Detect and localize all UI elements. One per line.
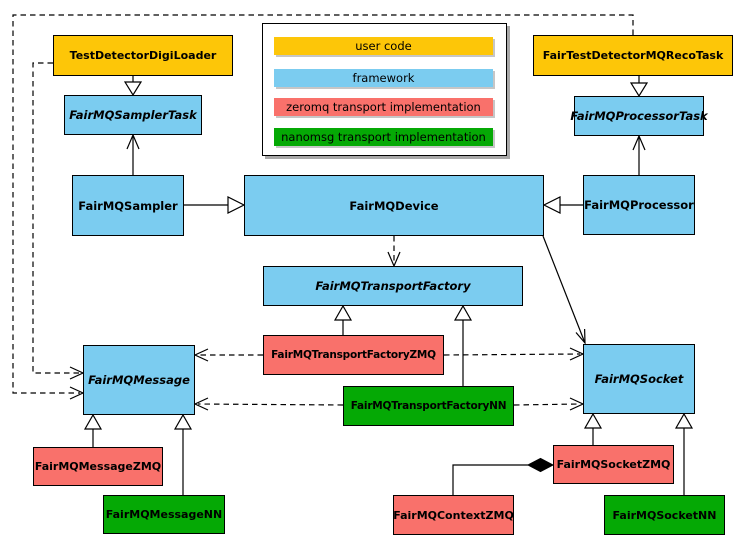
edge-fairmqtransportfactoryzmq-fairmqsocket: [443, 347, 585, 361]
edge-fairmqsocketzmq-fairmqsocket: [583, 412, 603, 445]
node-fairmqtransportfactorynn: FairMQTransportFactoryNN: [343, 386, 514, 426]
node-label: FairTestDetectorMQRecoTask: [542, 49, 724, 62]
node-label: FairMQSocketNN: [612, 508, 717, 522]
edge-fairmqmessagezmq-fairmqmessage: [83, 413, 103, 447]
node-label: FairMQMessage: [88, 373, 190, 387]
legend-label: framework: [352, 71, 415, 85]
legend-item-zeromq: zeromq transport implementation: [274, 98, 493, 116]
node-label: FairMQMessageZMQ: [34, 460, 162, 473]
edge-fairmqsocketnn-fairmqsocket: [674, 412, 694, 495]
edge-testdetectordigiloader-fairmqsamplertask: [123, 76, 143, 97]
edge-fairmqtransportfactorynn-fairmqtransportfactory: [453, 304, 473, 386]
edge-fairmqcontextzmq-fairmqsocketzmq: [452, 457, 555, 495]
node-fairmqprocessor: FairMQProcessor: [583, 175, 695, 235]
node-fairtestdetectormqrecotask: FairTestDetectorMQRecoTask: [533, 35, 733, 76]
edge-fairmqtransportfactoryzmq-fairmqtransportfactory: [333, 304, 353, 335]
legend-label: zeromq transport implementation: [286, 100, 481, 114]
edge-fairmqprocessor-fairmqprocessortask: [632, 134, 646, 175]
node-label: FairMQProcessorTask: [570, 109, 708, 123]
node-label: FairMQDevice: [349, 198, 439, 213]
node-fairmqsocketzmq: FairMQSocketZMQ: [553, 445, 674, 484]
node-fairmqsocketnn: FairMQSocketNN: [604, 495, 725, 535]
node-fairmqmessagenn: FairMQMessageNN: [103, 495, 225, 534]
node-fairmqcontextzmq: FairMQContextZMQ: [393, 495, 514, 535]
node-label: FairMQContextZMQ: [393, 508, 514, 522]
legend-item-framework: framework: [274, 69, 493, 87]
node-label: FairMQTransportFactory: [315, 279, 471, 293]
node-fairmqtransportfactoryzmq: FairMQTransportFactoryZMQ: [263, 335, 444, 375]
node-fairmqtransportfactory: FairMQTransportFactory: [263, 266, 523, 306]
node-fairmqprocessortask: FairMQProcessorTask: [570, 96, 708, 136]
edge-fairmqdevice-fairmqtransportfactory: [387, 236, 401, 268]
node-fairmqdevice: FairMQDevice: [244, 175, 544, 236]
edge-fairmqdevice-fairmqsocket: [542, 235, 586, 345]
node-label: FairMQProcessor: [584, 198, 694, 212]
node-label: FairMQTransportFactoryNN: [350, 400, 507, 412]
node-fairmqmessagezmq: FairMQMessageZMQ: [33, 447, 163, 486]
node-label: TestDetectorDigiLoader: [69, 49, 217, 62]
legend-item-nanomsg: nanomsg transport implementation: [274, 128, 493, 146]
node-label: FairMQTransportFactoryZMQ: [271, 349, 436, 361]
edge-fairmqsampler-fairmqdevice: [184, 196, 246, 214]
legend: user code framework zeromq transport imp…: [262, 23, 507, 156]
edge-fairmqprocessor-fairmqdevice: [542, 196, 583, 214]
edge-fairmqtransportfactorynn-fairmqsocket: [513, 397, 585, 411]
legend-label: nanomsg transport implementation: [281, 130, 486, 144]
node-label: FairMQSampler: [78, 198, 178, 213]
node-label: FairMQSocket: [594, 372, 684, 386]
node-fairmqsampler: FairMQSampler: [72, 175, 184, 236]
legend-item-user-code: user code: [274, 37, 493, 55]
legend-label: user code: [355, 39, 412, 53]
node-label: FairMQSamplerTask: [69, 108, 197, 122]
node-testdetectordigiloader: TestDetectorDigiLoader: [53, 35, 233, 76]
edge-fairmqtransportfactorynn-fairmqmessage: [193, 397, 344, 411]
node-fairmqsocket: FairMQSocket: [583, 344, 695, 414]
node-fairmqmessage: FairMQMessage: [83, 345, 195, 415]
edge-fairmqtransportfactoryzmq-fairmqmessage: [193, 348, 263, 362]
node-label: FairMQMessageNN: [105, 508, 223, 521]
edge-fairmqmessagenn-fairmqmessage: [173, 413, 193, 495]
node-label: FairMQSocketZMQ: [556, 458, 671, 471]
edge-fairmqsampler-fairmqsamplertask: [126, 133, 140, 175]
node-fairmqsamplertask: FairMQSamplerTask: [64, 95, 202, 135]
edge-fairtestdetectormqrecotask-fairmqprocessortask: [629, 76, 649, 98]
